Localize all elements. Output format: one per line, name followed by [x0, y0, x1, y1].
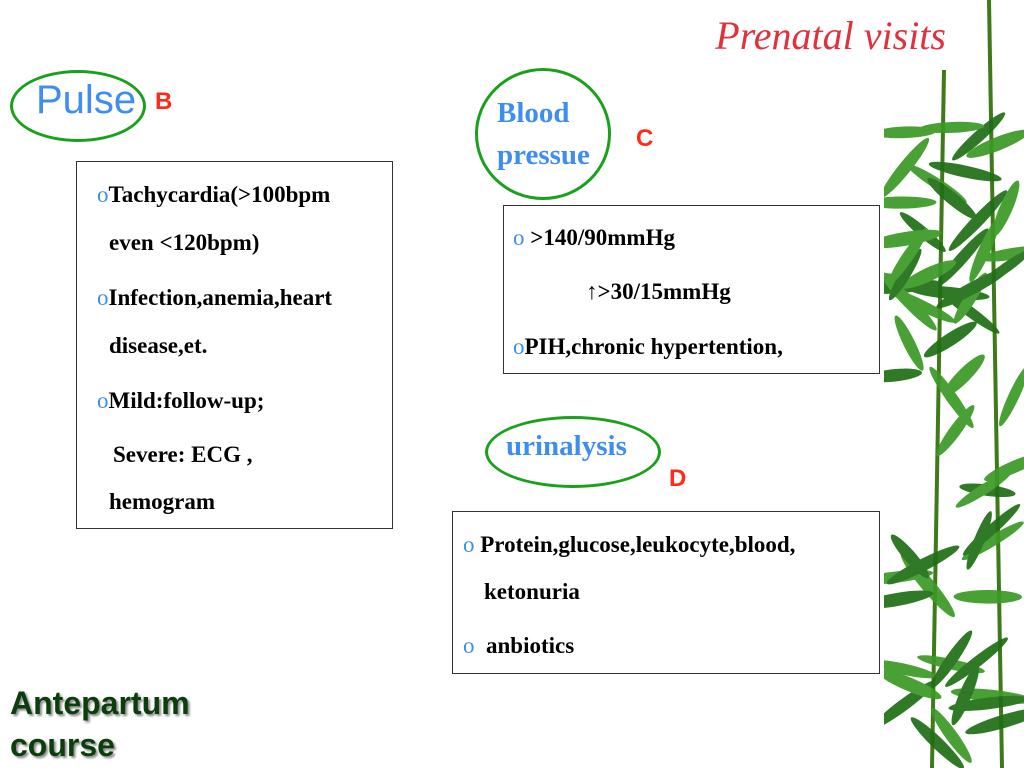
- blood-pressure-heading: Blood pressue: [497, 92, 590, 176]
- bamboo-leaf-icon: [953, 590, 1023, 604]
- bamboo-leaf-icon: [894, 315, 924, 371]
- bullet: o: [513, 225, 525, 250]
- bamboo-leaf-icon: [930, 707, 972, 763]
- bamboo-leaf-icon: [984, 452, 1024, 481]
- bamboo-leaf-icon: [884, 196, 937, 209]
- item-text: Tachycardia(>100bpm: [108, 182, 331, 207]
- bamboo-decoration-icon: [884, 0, 1024, 768]
- item-text: anbiotics: [486, 633, 575, 658]
- bamboo-leaf-icon: [936, 228, 989, 288]
- footer-title: Antepartum course: [10, 682, 190, 766]
- list-item: disease,et.: [109, 333, 208, 358]
- item-text: >140/90mmHg: [530, 225, 675, 250]
- bamboo-leaf-icon: [948, 190, 1008, 252]
- slide-title: Prenatal visits: [715, 13, 946, 58]
- pulse-heading: Pulse: [36, 78, 137, 122]
- bamboo-leaf-icon: [943, 354, 985, 397]
- list-item: o anbiotics: [463, 633, 574, 659]
- bamboo-leaf-icon: [930, 630, 973, 689]
- bamboo-leaf-icon: [999, 365, 1024, 427]
- bamboo-leaf-icon: [965, 707, 1024, 735]
- list-item: ↑>30/15mmHg: [586, 279, 731, 304]
- bamboo-leaf-icon: [919, 121, 985, 134]
- bamboo-leaf-icon: [962, 504, 1021, 556]
- bamboo-leaf-icon: [900, 260, 957, 289]
- bullet: o: [97, 285, 109, 310]
- list-item: o >140/90mmHg: [513, 225, 675, 251]
- pulse-box: oTachycardia(>100bpm even <120bpm) oInfe…: [76, 161, 393, 529]
- bamboo-leaf-icon: [923, 321, 977, 358]
- item-text: Protein,glucose,leukocyte,blood,: [480, 532, 796, 557]
- list-item: oInfection,anemia,heart: [97, 285, 332, 311]
- heading-line: pressue: [497, 139, 590, 171]
- bamboo-leaf-icon: [888, 248, 922, 301]
- bamboo-leaf-icon: [966, 129, 1024, 158]
- bamboo-leaf-icon: [927, 177, 977, 220]
- bamboo-leaf-icon: [948, 695, 1024, 712]
- bamboo-leaf-icon: [955, 471, 1012, 508]
- bamboo-leaf-icon: [890, 534, 930, 579]
- bullet: o: [463, 532, 475, 557]
- blood-pressure-box: o >140/90mmHg ↑>30/15mmHg oPIH,chronic h…: [503, 205, 880, 374]
- bamboo-leaf-icon: [928, 161, 1002, 182]
- footer-line: Antepartum: [10, 685, 190, 721]
- urinalysis-letter: D: [669, 465, 687, 492]
- bullet: o: [97, 388, 109, 413]
- heading-line: Blood: [497, 97, 570, 129]
- bamboo-leaf-icon: [969, 217, 1000, 282]
- bamboo-leaf-icon: [910, 717, 965, 768]
- pulse-oval: [10, 70, 146, 142]
- bullet: o: [97, 182, 109, 207]
- blood-pressure-oval: [475, 68, 611, 200]
- item-text: Infection,anemia,heart: [108, 285, 333, 310]
- list-item: o Protein,glucose,leukocyte,blood,: [463, 532, 795, 558]
- bamboo-leaf-icon: [929, 366, 974, 429]
- bamboo-leaf-icon: [951, 665, 980, 726]
- urinalysis-heading: urinalysis: [506, 430, 627, 462]
- bamboo-leaf-icon: [936, 267, 1010, 309]
- bullet: o: [463, 633, 475, 658]
- list-item: ketonuria: [484, 579, 580, 604]
- bamboo-leaf-icon: [884, 669, 942, 700]
- list-item: even <120bpm): [109, 230, 260, 255]
- list-item: oPIH,chronic hypertention,: [513, 334, 783, 360]
- item-text: Mild:follow-up;: [108, 388, 265, 413]
- pulse-letter: B: [155, 88, 173, 115]
- list-item: oTachycardia(>100bpm: [97, 182, 330, 208]
- bamboo-leaf-icon: [884, 660, 937, 679]
- urinalysis-box: o Protein,glucose,leukocyte,blood, keton…: [452, 511, 880, 674]
- bamboo-leaf-icon: [978, 245, 1024, 262]
- urinalysis-oval: [485, 416, 661, 488]
- bamboo-leaf-icon: [884, 368, 922, 383]
- footer-line: course: [10, 727, 115, 763]
- list-item: Severe: ECG ,: [113, 442, 253, 467]
- bamboo-leaf-icon: [888, 228, 928, 285]
- bamboo-leaf-icon: [945, 637, 1009, 687]
- item-text: PIH,chronic hypertention,: [524, 334, 783, 359]
- bamboo-leaf-icon: [884, 137, 930, 198]
- blood-pressure-letter: C: [636, 125, 654, 152]
- list-item: hemogram: [109, 489, 216, 514]
- list-item: oMild:follow-up;: [97, 388, 264, 414]
- bamboo-leaf-icon: [884, 590, 934, 609]
- bullet: o: [513, 334, 525, 359]
- bamboo-leaf-icon: [952, 112, 1006, 161]
